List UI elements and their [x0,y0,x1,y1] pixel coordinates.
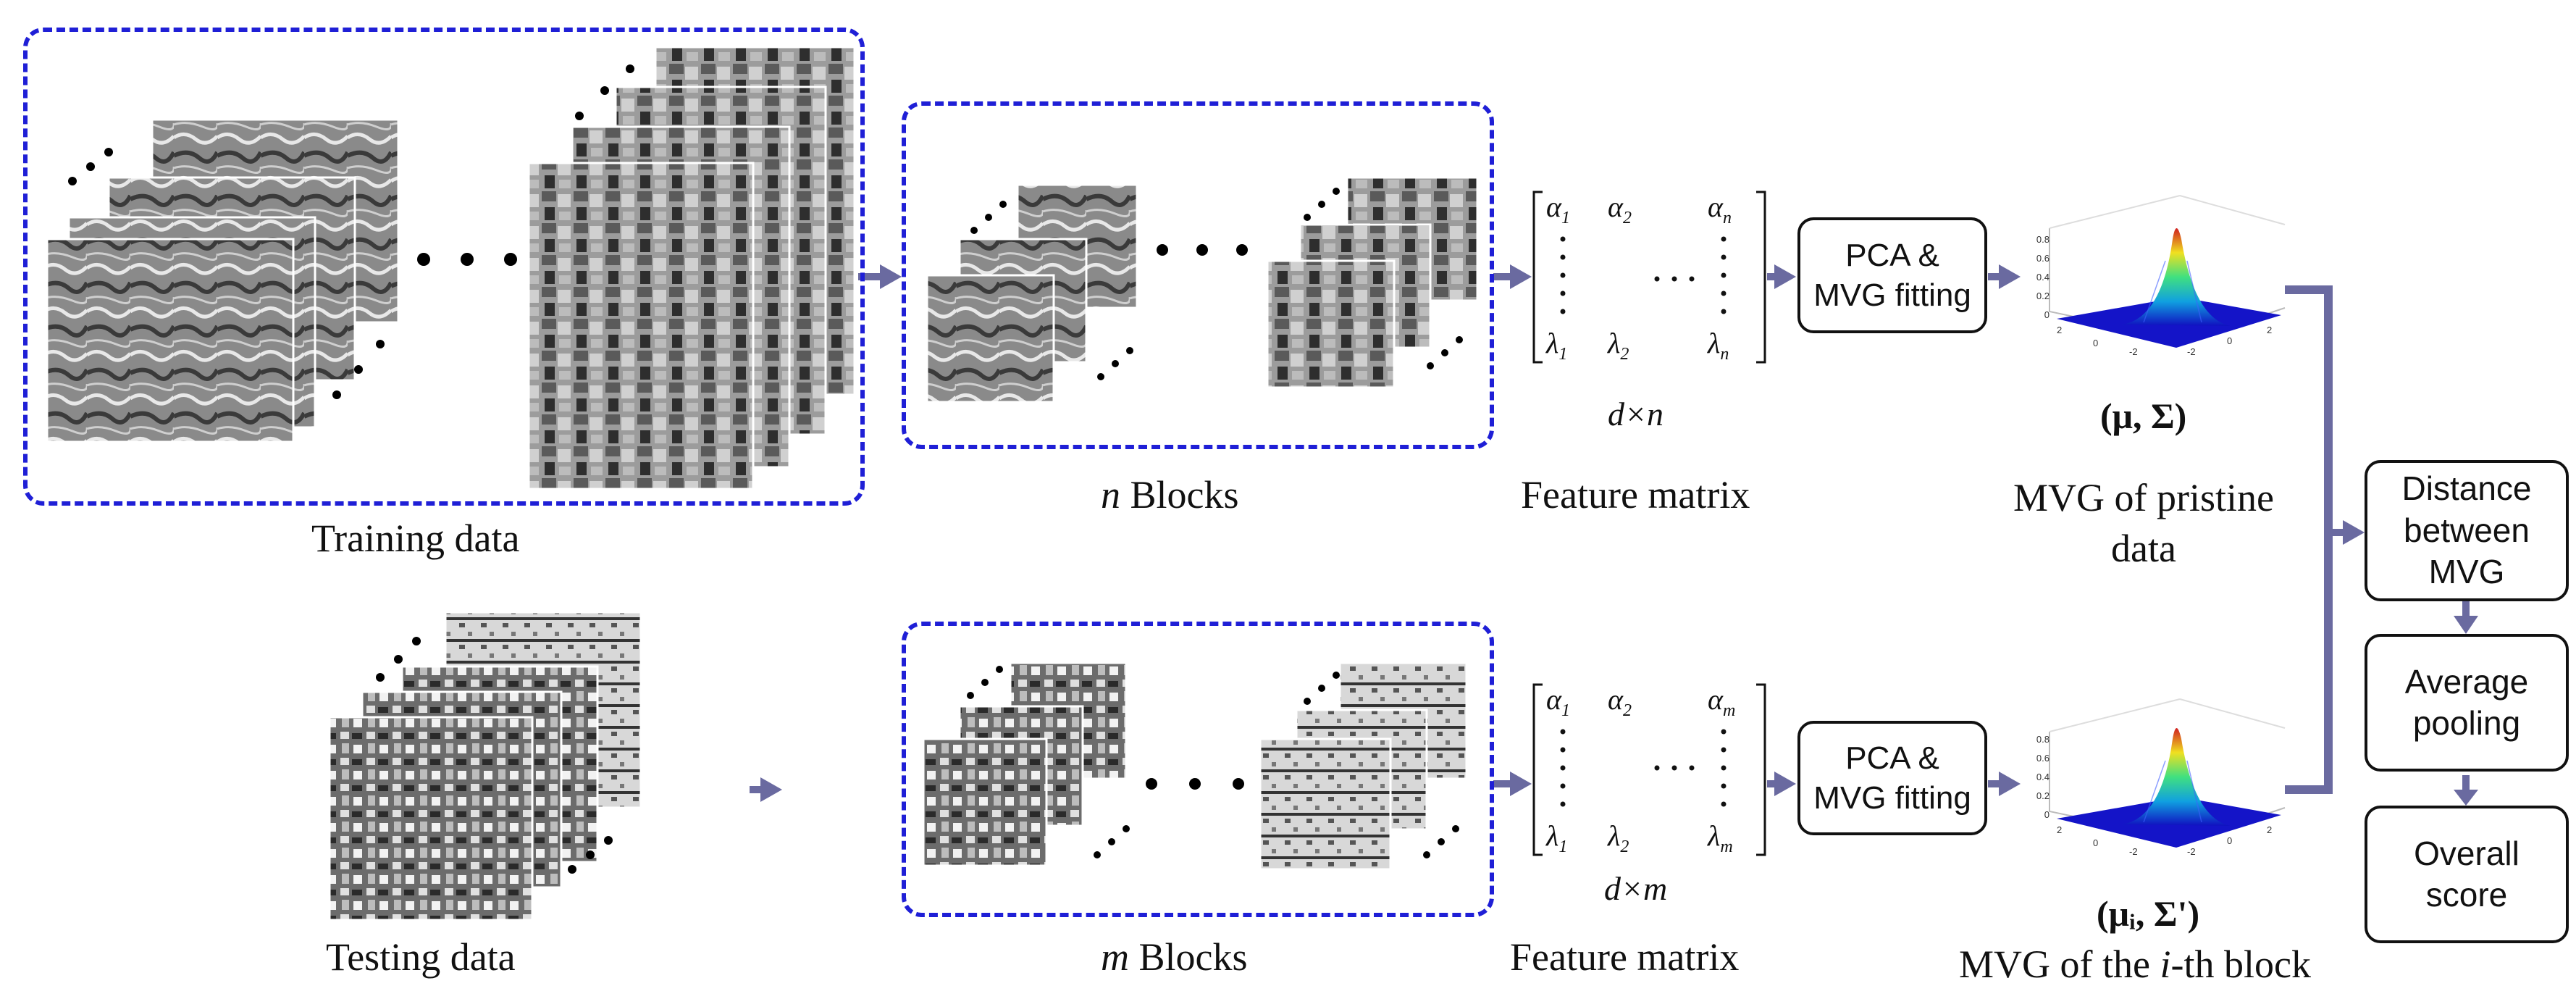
matrix-top-alpha-2: α2 [1608,191,1632,227]
overall-line: Overall [2414,834,2520,872]
distance-line: Distance [2401,469,2532,508]
m-blocks-images [922,661,1468,871]
matrix-top-alpha-1: α1 [1546,191,1570,227]
average-pooling-box: Average pooling [2365,634,2569,772]
mvg-pristine-line1: MVG of pristine [2013,476,2274,519]
m-blocks-dots [967,666,1459,858]
pooling-line: pooling [2412,704,2521,742]
mvg-line: MVG [2428,553,2505,591]
z-tick: 0 [2044,309,2050,320]
overall-score-box: Overall score [2365,806,2569,943]
between-line: between [2404,511,2530,549]
mvg-params-bottom: (μᵢ, Σ') [2097,893,2200,934]
testing-image-stack [328,611,642,921]
distance-between-mvg-box: Distance between MVG [2365,460,2569,601]
m-var: m [1101,935,1129,979]
flow-arrows [750,264,2478,806]
mvg-plot-bottom [2049,698,2286,848]
x-tick: 0 [2093,338,2099,348]
z-tick: 0.2 [2036,790,2050,801]
pca-mvg-box-top: PCA & MVG fitting [1797,217,1987,333]
training-image-stack-2 [527,46,856,490]
z-tick: 0.4 [2036,772,2050,782]
matrix-dims-bottom: d×m [1604,870,1668,907]
mvg-block-label: MVG of the i-th block [1959,942,2311,987]
mvg-plot-top [2049,195,2286,348]
m-blocks-label: m Blocks [1101,935,1248,979]
feature-matrix-label-top: Feature matrix [1521,473,1750,517]
mvg-pristine-line2: data [2111,527,2176,570]
testing-dots [376,637,613,874]
mvg-plot-top-ticks: 0.8 0.6 0.4 0.2 0 [2034,230,2050,325]
y-tick: -2 [2187,846,2196,857]
score-line: score [2425,876,2508,914]
n-var: n [1101,473,1120,517]
x-tick: -2 [2129,346,2138,357]
matrix-bottom-lambda-1: λ1 [1546,819,1568,856]
training-data-container [23,28,865,506]
mvg-fitting-line: MVG fitting [1813,780,1971,816]
training-data-label: Training data [311,517,520,560]
x-tick: 2 [2057,824,2063,835]
matrix-top-lambda-2: λ2 [1608,327,1629,364]
x-tick: -2 [2129,846,2138,857]
n-blocks-container [902,101,1494,449]
n-blocks-images [926,176,1479,404]
n-blocks-dots [970,188,1463,380]
n-blocks-label: n Blocks [1101,472,1239,517]
z-tick: 0.4 [2036,272,2050,283]
y-tick: 2 [2267,325,2273,335]
mvg-pristine-label: MVG of pristine data [2013,472,2274,574]
y-tick: 0 [2227,335,2233,346]
matrix-bottom-alpha-1: α1 [1546,683,1570,720]
matrix-top-lambda-n: λn [1708,327,1729,364]
mvg-block-prefix: MVG of the [1959,942,2160,986]
z-tick: 0.6 [2036,753,2050,764]
z-tick: 0.6 [2036,253,2050,264]
z-tick: 0.8 [2036,734,2050,745]
matrix-top-alpha-n: αn [1708,191,1732,227]
y-tick: 0 [2227,835,2233,846]
mvg-plot-bottom-ticks: 0.8 0.6 0.4 0.2 0 [2034,730,2050,824]
m-blocks-container [902,622,1494,917]
feature-matrix-label-bottom: Feature matrix [1510,935,1740,979]
z-tick: 0 [2044,809,2050,820]
training-image-stack-1 [46,118,400,443]
mvg-block-var: i [2160,942,2171,986]
mvg-params-top: (μ, Σ) [2100,396,2187,436]
pca-mvg-box-bottom: PCA & MVG fitting [1797,721,1987,835]
pca-line: PCA & [1845,740,1939,776]
y-tick: 2 [2267,824,2273,835]
z-tick: 0.2 [2036,290,2050,301]
matrix-dots-top [1560,236,1727,314]
x-tick: 2 [2057,325,2063,335]
y-tick: -2 [2187,346,2196,357]
mvg-fitting-line: MVG fitting [1813,277,1971,313]
mvg-block-suffix: -th block [2170,942,2311,986]
z-tick: 0.8 [2036,234,2050,245]
matrix-bottom-lambda-m: λm [1708,819,1733,856]
blocks-word: Blocks [1138,935,1248,979]
matrix-dots-bottom [1560,729,1727,807]
average-line: Average [2404,662,2529,701]
testing-data-label: Testing data [326,935,516,979]
matrix-top-lambda-1: λ1 [1546,327,1568,364]
matrix-brackets-bottom [1532,683,1766,856]
matrix-bottom-alpha-2: α2 [1608,683,1632,720]
matrix-dims-top: d×n [1608,396,1664,432]
x-tick: 0 [2093,837,2099,848]
blocks-word: Blocks [1130,473,1239,517]
pca-line: PCA & [1845,238,1939,273]
matrix-bottom-alpha-m: αm [1708,683,1736,720]
matrix-bottom-lambda-2: λ2 [1608,819,1629,856]
matrix-brackets-top [1532,191,1766,364]
